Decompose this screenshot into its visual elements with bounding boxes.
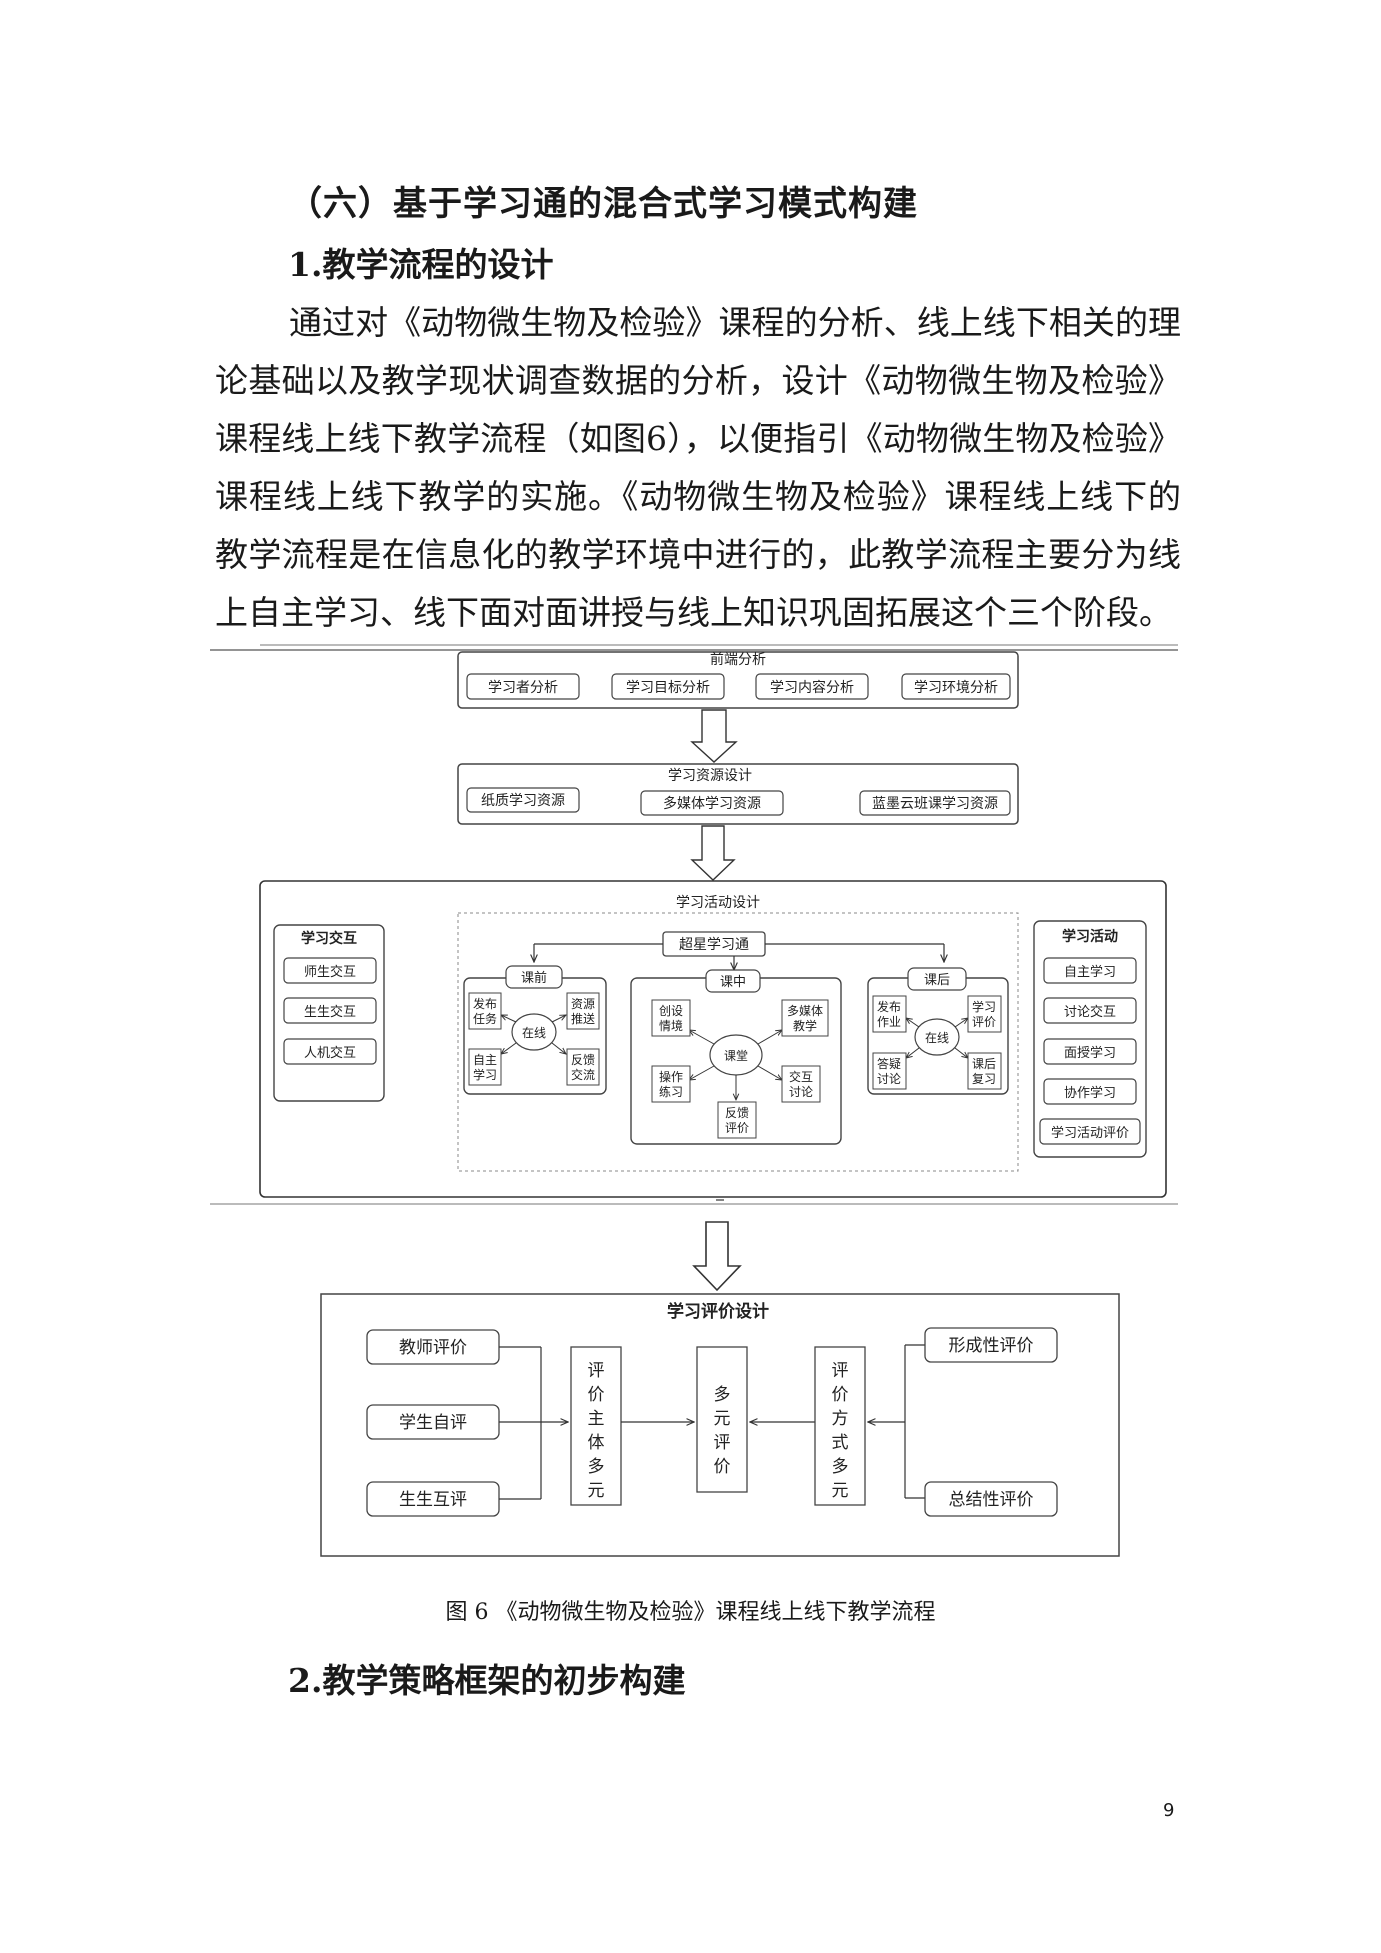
interaction-item: 人机交互	[304, 1045, 356, 1061]
interaction-item: 师生交互	[304, 964, 356, 980]
subsection-heading-1: 1.教学流程的设计	[288, 245, 554, 284]
before-title: 课前	[521, 970, 547, 986]
activity-item: 讨论交互	[1064, 1004, 1116, 1020]
after-item: 答疑讨论	[877, 1056, 901, 1086]
interaction-item: 生生交互	[304, 1004, 356, 1020]
analysis-item: 学习内容分析	[770, 679, 854, 696]
during-title: 课中	[720, 975, 746, 990]
activity-item: 面授学习	[1064, 1045, 1116, 1061]
interaction-column: 学习交互 师生交互 生生交互 人机交互	[273, 924, 385, 1102]
evaluation-left-item: 学生自评	[399, 1413, 467, 1433]
analysis-items: 学习者分析 学习目标分析 学习内容分析 学习环境分析	[466, 673, 1011, 700]
after-center: 在线	[925, 1031, 949, 1045]
evaluation-left-item: 教师评价	[399, 1338, 467, 1358]
page-number: 9	[1163, 1800, 1175, 1821]
activities-column: 学习活动 自主学习 讨论交互 面授学习 协作学习 学习活动评价	[1033, 920, 1147, 1158]
after-item: 课后复习	[972, 1057, 996, 1086]
flow-arrow	[690, 709, 738, 763]
platform-label: 超星学习通	[679, 937, 749, 953]
evaluation-left-item: 生生互评	[399, 1490, 467, 1510]
before-item: 反馈交流	[571, 1053, 595, 1082]
before-item: 发布任务	[473, 996, 497, 1026]
during-item: 多媒体教学	[787, 1004, 823, 1033]
after-title: 课后	[924, 973, 950, 988]
resources-title: 学习资源设计	[668, 768, 752, 784]
activity-item: 自主学习	[1064, 964, 1116, 980]
activity-item: 学习活动评价	[1051, 1125, 1129, 1141]
before-item: 资源推送	[571, 997, 595, 1026]
during-item: 交互讨论	[789, 1069, 813, 1099]
resource-item: 纸质学习资源	[481, 793, 565, 809]
evaluation-subject: 评价主体多元	[588, 1361, 605, 1501]
after-class-group: 课后 在线 发布作业 学习评价 答疑讨论 课后复习	[867, 967, 1009, 1095]
evaluation-right-item: 形成性评价	[949, 1336, 1034, 1356]
resource-item: 蓝墨云班课学习资源	[872, 796, 998, 812]
analysis-panel: 前端分析 学习者分析 学习目标分析 学习内容分析 学习环境分析	[457, 651, 1019, 709]
activities-title: 学习活动	[1062, 928, 1118, 945]
evaluation-panel: 学习评价设计 教师评价 学生自评 生生互评 评价主体多元 多元评价 评价方式多元…	[320, 1293, 1120, 1557]
evaluation-method: 评价方式多元	[832, 1361, 849, 1501]
before-class-group: 课前 在线 发布任务 资源推送 自主学习 反馈交流	[463, 965, 607, 1095]
activity-item: 协作学习	[1064, 1085, 1116, 1101]
figure-caption: 图 6 《动物微生物及检验》课程线上线下教学流程	[445, 1600, 936, 1625]
analysis-title: 前端分析	[710, 651, 766, 668]
activity-title: 学习活动设计	[676, 895, 760, 911]
activity-panel: 学习活动设计 学习交互 师生交互 生生交互 人机交互 学习活动 自主学习 讨论交…	[259, 880, 1167, 1198]
after-item: 学习评价	[972, 999, 996, 1029]
before-item: 自主学习	[473, 1053, 497, 1082]
analysis-item: 学习目标分析	[626, 680, 710, 696]
before-center: 在线	[522, 1026, 546, 1040]
section-heading: （六）基于学习通的混合式学习模式构建	[288, 184, 918, 224]
evaluation-center: 多元评价	[714, 1385, 731, 1477]
resources-panel: 学习资源设计 纸质学习资源 多媒体学习资源 蓝墨云班课学习资源	[457, 763, 1019, 825]
during-center: 课堂	[724, 1049, 748, 1063]
resource-item: 多媒体学习资源	[663, 795, 761, 812]
flow-arrow	[690, 825, 736, 881]
evaluation-title: 学习评价设计	[667, 1301, 769, 1322]
flow-arrow	[692, 1221, 742, 1292]
during-item: 创设情境	[659, 1004, 683, 1033]
analysis-item: 学习者分析	[488, 680, 558, 696]
during-item: 反馈评价	[725, 1106, 749, 1135]
interaction-title: 学习交互	[301, 930, 357, 947]
analysis-item: 学习环境分析	[914, 680, 998, 696]
subsection-heading-2: 2.教学策略框架的初步构建	[288, 1661, 686, 1700]
after-item: 发布作业	[877, 999, 901, 1029]
during-item: 操作练习	[659, 1069, 683, 1099]
body-paragraph: 通过对《动物微生物及检验》课程的分析、线上线下相关的理论基础以及教学现状调查数据…	[215, 303, 1181, 632]
evaluation-right-item: 总结性评价	[949, 1490, 1034, 1510]
during-class-group: 课中 课堂 创设情境 多媒体教学 操作练习 交互讨论 反馈评价	[630, 969, 842, 1145]
